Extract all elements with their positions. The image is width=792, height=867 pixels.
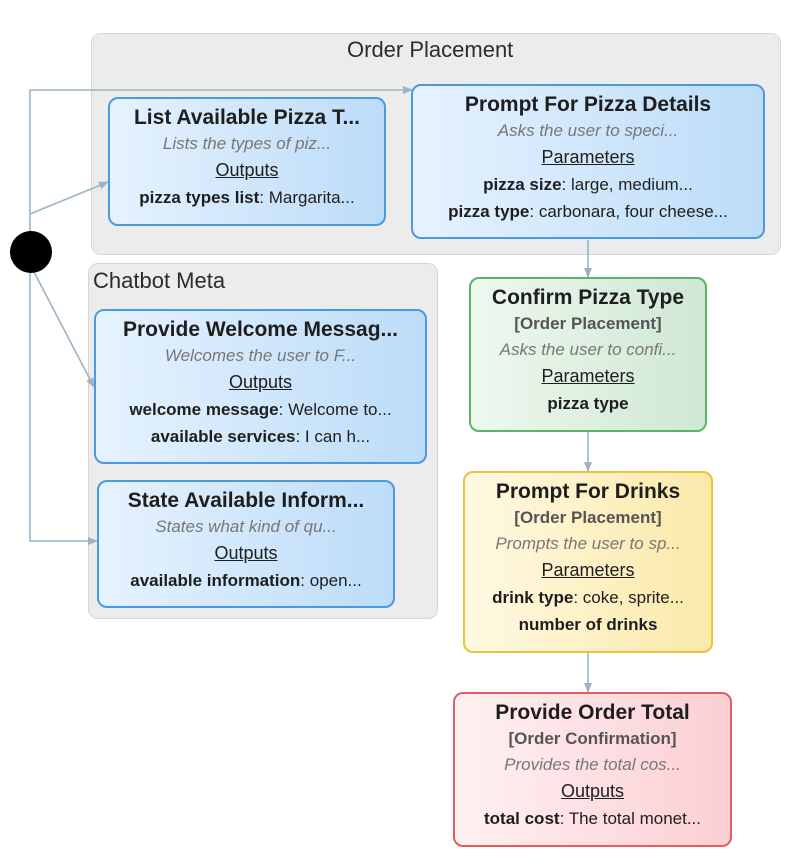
node-description: Asks the user to confi... <box>499 340 677 359</box>
node-group-label: [Order Placement] <box>514 314 662 333</box>
node-title: List Available Pizza T... <box>133 106 361 129</box>
node-item: drink type: coke, sprite... <box>492 588 684 607</box>
node-section-header: Outputs <box>560 781 625 801</box>
node-section-header: Outputs <box>215 160 279 180</box>
node-section-header: Outputs <box>228 372 293 392</box>
node-prompt-for-drinks[interactable]: Prompt For Drinks [Order Placement] Prom… <box>463 471 713 653</box>
node-prompt-for-pizza-details[interactable]: Prompt For Pizza Details Asks the user t… <box>411 84 765 239</box>
node-description: Welcomes the user to F... <box>164 346 357 365</box>
node-title: Provide Welcome Messag... <box>122 318 399 341</box>
node-title: Provide Order Total <box>495 701 690 724</box>
node-section-header: Outputs <box>214 543 278 563</box>
node-section-header: Parameters <box>541 147 635 167</box>
node-item: pizza types list: Margarita... <box>139 188 355 207</box>
edge-start-to-prompt-pizza <box>29 86 413 235</box>
node-item: available information: open... <box>130 571 362 590</box>
node-item: welcome message: Welcome to... <box>129 400 392 419</box>
node-section-header: Parameters <box>541 366 635 386</box>
group-title-chatbot-meta: Chatbot Meta <box>93 268 226 293</box>
node-provide-order-total[interactable]: Provide Order Total [Order Confirmation]… <box>453 692 732 847</box>
edge-start-to-welcome <box>33 271 95 388</box>
node-description: Prompts the user to sp... <box>495 534 681 553</box>
node-item: pizza type <box>547 394 629 413</box>
group-title-order-placement: Order Placement <box>347 37 514 62</box>
node-item: number of drinks <box>518 615 658 634</box>
node-item: pizza size: large, medium... <box>483 175 693 194</box>
node-provide-welcome-message[interactable]: Provide Welcome Messag... Welcomes the u… <box>94 309 427 464</box>
node-title: State Available Inform... <box>127 489 365 512</box>
node-item: total cost: The total monet... <box>484 809 701 828</box>
node-group-label: [Order Placement] <box>514 508 662 527</box>
node-item: pizza type: carbonara, four cheese... <box>448 202 728 221</box>
node-description: Asks the user to speci... <box>497 121 679 140</box>
node-state-available-information[interactable]: State Available Inform... States what ki… <box>97 480 395 608</box>
node-item: available services: I can h... <box>150 427 371 446</box>
node-section-header: Parameters <box>541 560 635 580</box>
node-group-label: [Order Confirmation] <box>508 729 677 748</box>
node-title: Prompt For Pizza Details <box>464 93 712 116</box>
node-title: Confirm Pizza Type <box>491 286 685 309</box>
node-description: Lists the types of piz... <box>162 134 332 153</box>
edge-start-to-list-pizza <box>29 181 109 215</box>
node-title: Prompt For Drinks <box>495 480 681 503</box>
node-description: States what kind of qu... <box>155 517 337 536</box>
node-description: Provides the total cos... <box>504 755 681 774</box>
node-list-available-pizza-types[interactable]: List Available Pizza T... Lists the type… <box>108 97 386 226</box>
node-confirm-pizza-type[interactable]: Confirm Pizza Type [Order Placement] Ask… <box>469 277 707 432</box>
start-node <box>10 231 52 273</box>
edge-start-to-state-info <box>29 273 98 545</box>
